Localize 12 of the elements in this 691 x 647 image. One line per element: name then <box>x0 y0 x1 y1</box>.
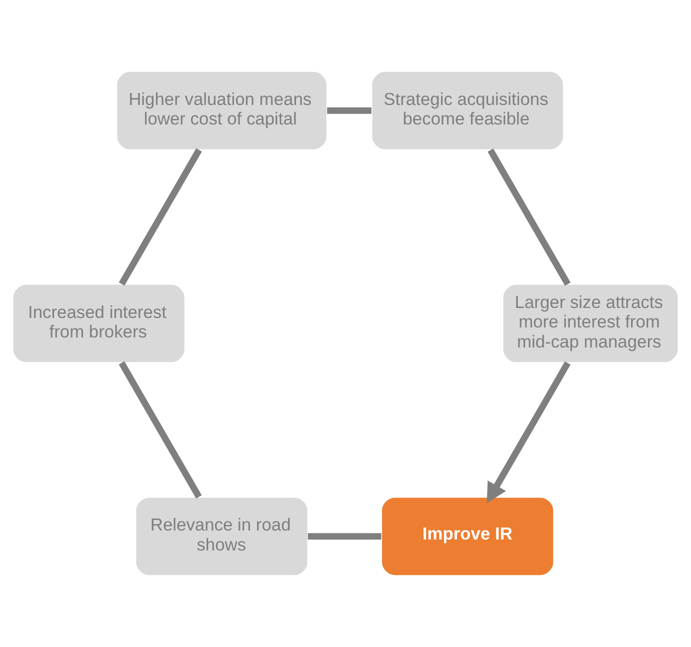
node-box: Improve IR <box>380 496 554 576</box>
node-box: Relevance in road shows <box>135 496 308 576</box>
node-box: Higher valuation means lower cost of capital <box>116 70 328 150</box>
connector <box>118 148 202 286</box>
connector <box>327 107 372 114</box>
connector <box>118 361 202 498</box>
node-box: Larger size attracts more interest from mid-cap managers <box>502 284 679 364</box>
node-box: Increased interest from brokers <box>12 284 186 364</box>
arrow <box>486 361 571 504</box>
connector <box>488 148 571 286</box>
node-box: Strategic acquisitions become feasible <box>371 70 564 150</box>
connector <box>308 533 382 540</box>
